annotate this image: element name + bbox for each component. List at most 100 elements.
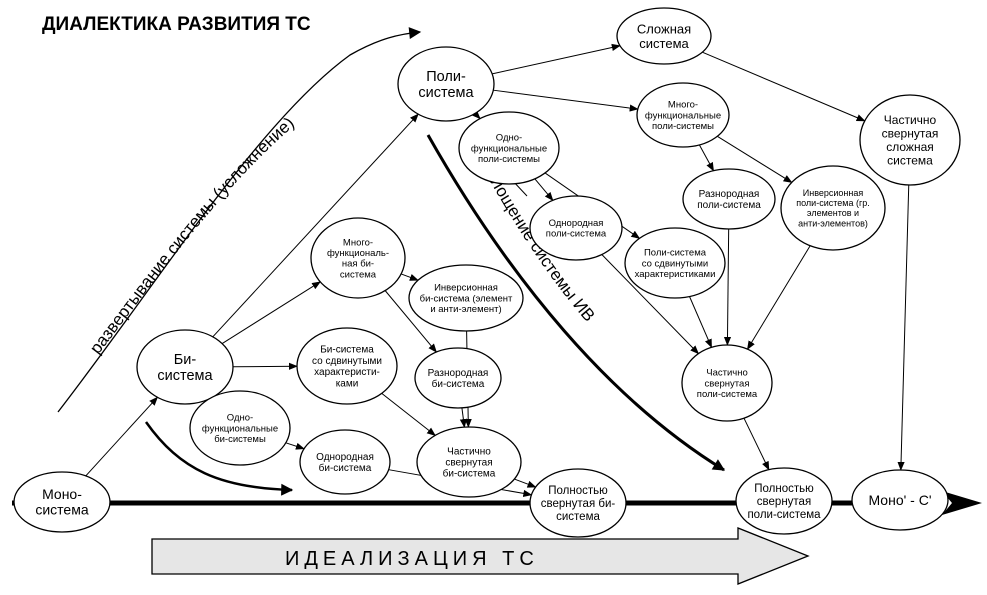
node-onefunc_poly-label-line: Одно- <box>496 133 522 144</box>
node-partial_bi-label-line: би-система <box>443 468 496 480</box>
node-hetero_bi-label-line: би-система <box>432 378 485 390</box>
node-mono_c: Моно' - С' <box>851 469 949 531</box>
node-homo_poly-label-line: поли-система <box>546 229 607 240</box>
node-bi-label-line: Би- <box>174 352 197 368</box>
deployment-curve <box>57 27 422 413</box>
node-mono-ellipse <box>13 471 111 533</box>
edge-onefunc_poly-to-homo_poly <box>534 178 554 202</box>
node-full_poly-label-line: свернутая <box>757 496 811 508</box>
edge-poly-to-onefunc_poly <box>471 110 481 120</box>
node-inv_poly-label-line: анти-элементов) <box>798 218 868 228</box>
node-onefunc_bi-label-line: функциональные <box>202 423 278 434</box>
node-multi_poly-label-line: Много- <box>668 100 698 111</box>
edge-hetero_poly-to-partial_poly <box>723 228 732 346</box>
deployment-label: развертывание системы (усложнение) <box>86 113 298 357</box>
node-onefunc_poly-label-line: поли-системы <box>478 154 540 165</box>
node-hetero_poly-ellipse <box>682 168 776 230</box>
edge-shift_bi-to-partial_bi <box>381 392 436 436</box>
node-full_bi-ellipse <box>529 468 627 538</box>
edge-poly-to-complex <box>492 43 621 75</box>
node-inv_bi-label-line: Инверсионная <box>434 283 498 294</box>
node-homo_poly-label-line: Однородная <box>549 218 604 229</box>
node-partial_poly-ellipse <box>681 344 773 422</box>
edge-bi-to-multi_bi <box>221 281 321 345</box>
node-partial_complex-label-line: свернутая <box>882 126 939 140</box>
idealization-arrow <box>151 527 810 585</box>
node-shift_bi-ellipse <box>296 327 398 405</box>
node-shift_bi-label-line: ками <box>336 378 359 389</box>
node-full_bi-label-line: Полностью <box>548 485 608 497</box>
node-onefunc_bi-label-line: Одно- <box>227 413 253 424</box>
edge-multi_poly-to-hetero_poly <box>698 144 714 172</box>
node-onefunc_bi-ellipse <box>189 390 291 466</box>
node-shift_bi-label-line: со сдвинутыми <box>312 356 382 367</box>
node-partial_complex-label-line: Частично <box>884 113 937 127</box>
node-shift_bi-label-line: Би-система <box>320 345 374 356</box>
node-partial_poly-label-line: поли-система <box>697 389 758 400</box>
node-shift_poly-label-line: со сдвинутыми <box>642 258 708 269</box>
node-homo_bi-label-line: Однородная <box>316 452 374 463</box>
node-hetero_poly-label-line: Разнородная <box>699 189 760 200</box>
node-onefunc_poly-ellipse <box>458 111 560 185</box>
node-partial_bi-label-line: свернутая <box>445 458 492 469</box>
node-complex-ellipse <box>616 7 712 65</box>
edge-onefunc_bi-to-homo_bi <box>285 442 305 450</box>
node-multi_bi-label-line: система <box>340 269 377 280</box>
edge-multi_bi-to-hetero_bi <box>384 290 437 353</box>
node-partial_complex-label-line: сложная <box>886 140 934 154</box>
node-mono_c-ellipse <box>851 469 949 531</box>
node-inv_bi-label-line: би-система (элемент <box>420 293 513 304</box>
node-onefunc_poly-label-line: функциональные <box>471 143 547 154</box>
node-multi_bi: Много-функциональ-ная би-система <box>310 217 406 299</box>
edge-partial_poly-to-full_poly <box>743 417 770 471</box>
node-onefunc_bi-label-line: би-системы <box>214 434 266 445</box>
node-hetero_bi-label-line: Разнородная <box>428 368 489 379</box>
node-bi-ellipse <box>136 329 234 405</box>
node-hetero_bi-ellipse <box>414 347 502 409</box>
node-multi_bi-label-line: Много- <box>343 237 373 248</box>
node-full_bi-label-line: свернутая би- <box>541 498 616 510</box>
node-poly-label-line: Поли- <box>426 69 466 85</box>
node-inv_poly-label-line: Инверсионная <box>803 188 864 198</box>
node-partial_bi-ellipse <box>416 426 522 498</box>
node-mono_c-label-line: Моно' - С' <box>868 492 931 508</box>
node-multi_poly-label-line: поли-системы <box>652 121 714 132</box>
node-mono-label-line: Моно- <box>42 486 82 502</box>
edge-partial_complex-to-mono_c <box>897 184 910 471</box>
node-inv_poly-label-line: поли-система (гр. <box>796 198 870 208</box>
edge-poly-to-multi_poly <box>493 89 639 112</box>
node-shift_poly-label-line: характеристиками <box>635 269 716 280</box>
node-multi_bi-label-line: ная би- <box>342 259 374 270</box>
node-complex-label-line: Сложная <box>637 21 691 36</box>
node-multi_bi-label-line: функциональ- <box>327 248 389 259</box>
node-poly-ellipse <box>397 46 495 122</box>
node-bi: Би-система <box>136 329 234 405</box>
diagram-title: ДИАЛЕКТИКА РАЗВИТИЯ ТС <box>42 14 311 35</box>
node-homo_bi-ellipse <box>299 429 391 495</box>
edge-bi-to-poly <box>212 113 419 338</box>
node-multi_poly-ellipse <box>636 82 730 148</box>
idealization-label: ИДЕАЛИЗАЦИЯ ТС <box>285 548 539 570</box>
node-poly: Поли-система <box>397 46 495 122</box>
node-homo_poly-ellipse <box>529 195 623 261</box>
node-partial_bi-label-line: Частично <box>447 446 491 457</box>
edge-mono-to-bi <box>85 396 159 477</box>
absorption-curve <box>426 134 726 472</box>
node-full_poly-label-line: Полностью <box>754 483 814 495</box>
edge-shift_poly-to-partial_poly <box>689 296 712 349</box>
node-mono: Моно-система <box>13 471 111 533</box>
edge-inv_poly-to-partial_poly <box>747 245 811 350</box>
edge-complex-to-partial_complex <box>702 51 866 122</box>
node-partial_complex-label-line: система <box>887 153 933 167</box>
node-inv_poly-ellipse <box>780 165 886 251</box>
